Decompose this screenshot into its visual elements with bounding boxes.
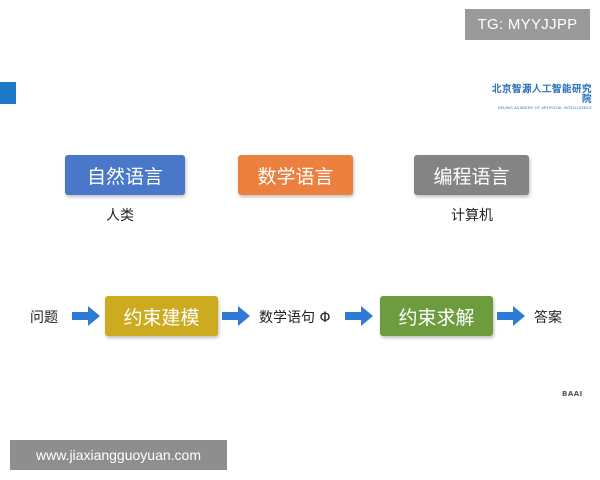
answer-label: 答案: [534, 310, 562, 326]
baai-corner-mark: BAAI: [562, 390, 583, 398]
site-watermark: www.jiaxiangguoyuan.com: [10, 440, 227, 470]
logo-english-text: BEIJING ACADEMY OF ARTIFICIAL INTELLIGEN…: [498, 106, 592, 110]
baai-logo: 北京智源人工智能研究院 BEIJING ACADEMY OF ARTIFICIA…: [486, 85, 592, 111]
math-statement-label: 数学语句 Φ: [259, 310, 331, 326]
tg-badge: TG: MYYJJPP: [465, 9, 590, 40]
logo-chinese-text: 北京智源人工智能研究院: [491, 84, 592, 105]
constraint-solving-box: 约束求解: [380, 296, 493, 336]
natural-language-box: 自然语言: [65, 155, 185, 195]
constraint-modeling-box: 约束建模: [105, 296, 218, 336]
slide: [0, 60, 600, 412]
programming-language-box: 编程语言: [414, 155, 529, 195]
computer-caption: 计算机: [451, 208, 493, 224]
slide-accent-bar: [0, 82, 16, 104]
math-language-box: 数学语言: [238, 155, 353, 195]
arrow-icon: [345, 306, 373, 326]
arrow-icon: [72, 306, 100, 326]
arrow-icon: [222, 306, 250, 326]
arrow-icon: [497, 306, 525, 326]
question-label: 问题: [30, 310, 58, 326]
human-caption: 人类: [106, 208, 134, 224]
